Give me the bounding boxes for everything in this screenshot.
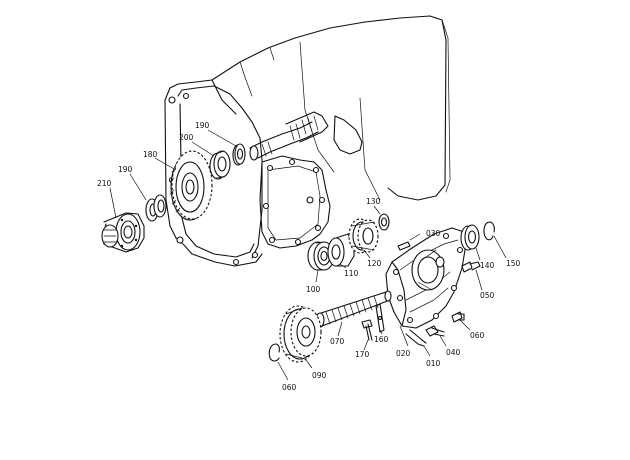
callout-060-left: 060 [282,383,297,392]
part-140-bearing [460,224,480,251]
callout-190-left: 190 [118,165,133,174]
callout-190-top: 190 [195,121,210,130]
part-060-snap-ring [268,343,280,362]
part-120-small-gear [348,218,379,254]
output-shaft [249,111,329,161]
callout-200: 200 [179,133,194,142]
part-040-bolt [425,325,445,337]
callout-140: 140 [480,261,495,270]
housing-cover-plate [259,155,331,249]
part-170-bolt [361,319,373,341]
transmission-housing [164,15,451,267]
callout-180: 180 [143,150,158,159]
part-180-gear [169,150,213,221]
callout-090: 090 [312,371,327,380]
callout-170: 170 [355,350,370,359]
callout-120: 120 [367,259,382,268]
part-160-plate [375,303,385,333]
part-070-shaft [315,290,392,328]
part-020-cover-case [385,227,467,329]
callout-070: 070 [330,337,345,346]
callout-100: 100 [306,285,321,294]
callout-030: 030 [426,229,441,238]
callout-210: 210 [97,179,112,188]
part-010-pin [405,329,427,347]
part-200-bearing [209,150,231,180]
leader-lines [109,129,507,381]
part-210-coupling [101,212,145,253]
part-190-seal-left [145,194,167,222]
part-130-ring [378,213,390,231]
part-090-gear [279,305,322,363]
callout-010: 010 [426,359,441,368]
part-150-snap-ring [483,221,495,241]
part-050-bolt [461,261,481,273]
callout-040: 040 [446,348,461,357]
callout-labels: 210 190 180 200 190 100 110 120 130 030 … [97,121,521,392]
callout-050: 050 [480,291,495,300]
callout-020: 020 [396,349,411,358]
callout-110: 110 [344,269,359,278]
part-030-key [397,241,411,251]
callout-150: 150 [506,259,521,268]
part-190-seal-top [232,143,246,166]
part-060-bolt-right [451,311,465,323]
callout-160: 160 [374,335,389,344]
callout-130: 130 [366,197,381,206]
callout-060-right: 060 [470,331,485,340]
